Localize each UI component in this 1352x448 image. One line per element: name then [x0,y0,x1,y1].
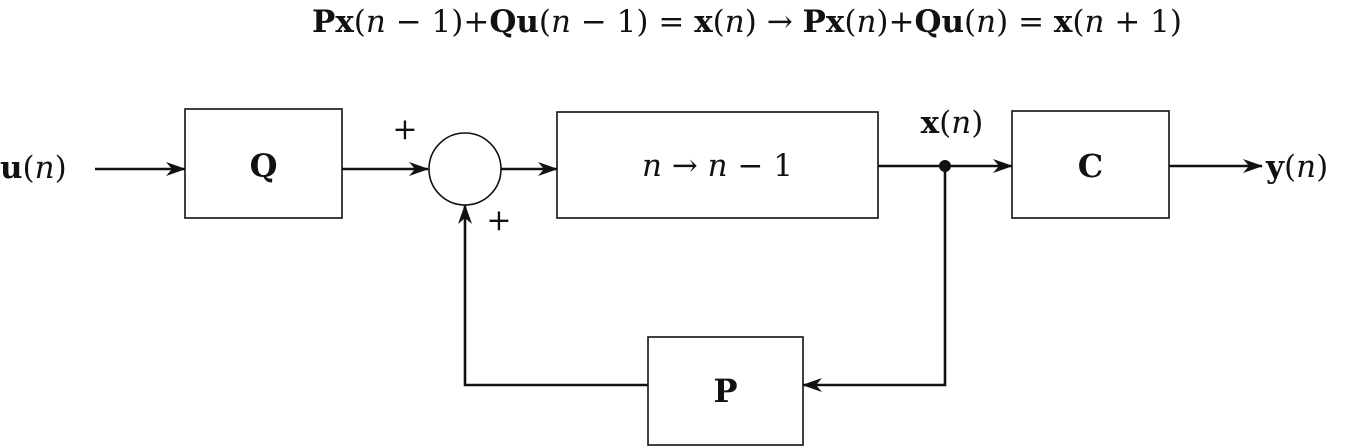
c-block [1011,110,1170,219]
feedback-to-p-arrow [802,166,947,392]
p-to-sum-arrow [458,204,648,387]
p-block-label: P [713,372,737,410]
delay-block [556,111,879,219]
c-block-label: C [1078,147,1103,185]
state-signal-label: x(n) [921,105,984,141]
output-signal-label: y(n) [1265,149,1328,185]
input-signal-label: u(n) [0,150,67,186]
summing-junction [428,132,502,206]
q-block-label: Q [250,147,278,185]
sum-sign-top: + [392,112,417,147]
delay-block-label: n → n − 1 [642,148,793,184]
q-block [184,108,343,219]
p-block [647,336,804,446]
state-update-equation: Px(n − 1)+Qu(n − 1) = x(n) → Px(n)+Qu(n)… [312,4,1182,40]
sum-sign-bottom: + [486,203,511,238]
branch-point [939,160,951,172]
